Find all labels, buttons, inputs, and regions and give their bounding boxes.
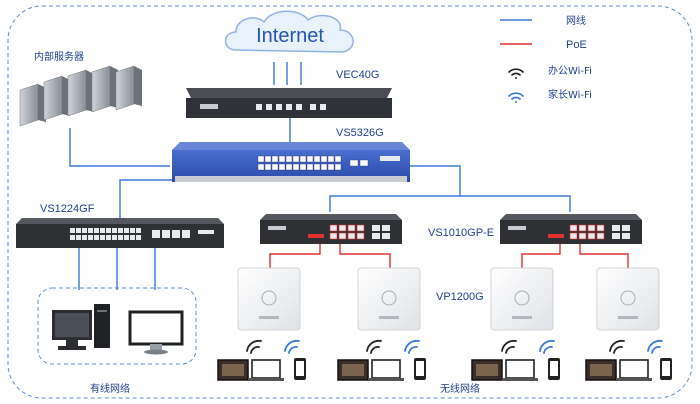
servers-label: 内部服务器 xyxy=(34,50,84,63)
legend-office-wifi-icon xyxy=(508,68,524,79)
poe-switch-device-2 xyxy=(500,214,642,244)
access-switch-label: VS1224GF xyxy=(40,203,95,215)
client-devices-group-4 xyxy=(585,358,672,381)
network-cables xyxy=(69,62,571,290)
access-point-3 xyxy=(490,267,554,331)
legend: 网线 PoE 办公Wi-Fi 家长Wi-Fi xyxy=(500,14,592,103)
wifi-home-icon-3 xyxy=(539,339,555,354)
legend-home-wifi-label: 家长Wi-Fi xyxy=(548,88,592,101)
internet-label: Internet xyxy=(256,25,324,47)
client-devices-group-3 xyxy=(471,358,560,381)
core-switch-device xyxy=(172,142,410,182)
poe-switch-label: VS1010GP-E xyxy=(428,227,494,239)
legend-cable-label: 网线 xyxy=(566,14,586,27)
monitor-icon xyxy=(128,310,184,355)
access-switch-device xyxy=(16,218,224,248)
wifi-office-icon-1 xyxy=(246,339,262,354)
access-point-1 xyxy=(237,267,301,331)
wireless-network-label: 无线网络 xyxy=(440,382,480,395)
poe-switch-device-1 xyxy=(260,214,402,244)
legend-home-wifi-icon xyxy=(508,92,524,103)
wifi-home-icon-2 xyxy=(404,339,420,354)
wired-network-label: 有线网络 xyxy=(90,382,130,395)
server-rack-icon xyxy=(19,65,142,127)
wifi-office-icon-2 xyxy=(366,339,382,354)
wired-network-box xyxy=(37,287,197,365)
internet-cloud: Internet xyxy=(224,10,354,53)
legend-poe-label: PoE xyxy=(566,39,587,51)
client-devices-group-1 xyxy=(217,358,306,381)
desktop-pc-icon xyxy=(52,304,110,350)
outer-dashed-border xyxy=(7,5,693,399)
wifi-home-icon-4 xyxy=(647,339,663,354)
core-switch-label: VS5326G xyxy=(336,127,384,139)
client-devices-group-2 xyxy=(337,358,426,381)
wifi-office-icon-4 xyxy=(609,339,625,354)
wifi-office-icon-3 xyxy=(501,339,517,354)
wifi-home-icon-1 xyxy=(284,339,300,354)
poe-cables xyxy=(269,244,629,268)
access-point-2 xyxy=(357,267,421,331)
access-point-4 xyxy=(596,267,660,331)
gateway-device xyxy=(186,88,392,118)
gateway-label: VEC40G xyxy=(336,69,379,81)
legend-office-wifi-label: 办公Wi-Fi xyxy=(548,64,592,77)
ap-label: VP1200G xyxy=(436,291,484,303)
